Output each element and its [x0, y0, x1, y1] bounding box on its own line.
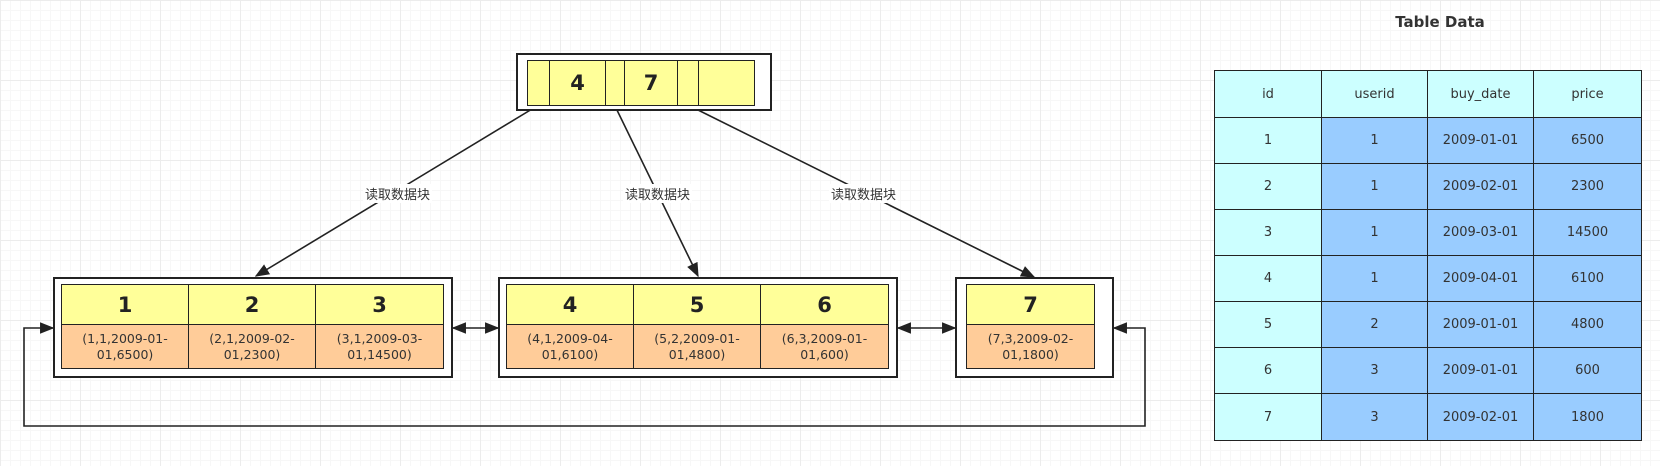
table-cell-buy-date: 2009-02-01 — [1427, 163, 1534, 210]
root-key-2: 7 — [624, 60, 678, 106]
table-cell-userid: 1 — [1321, 209, 1428, 256]
table-cell-buy-date: 2009-01-01 — [1427, 117, 1534, 164]
edge-label-3: 读取数据块 — [829, 184, 899, 203]
table-header-price: price — [1533, 70, 1642, 118]
table-cell-price: 6100 — [1533, 255, 1642, 302]
table-cell-buy-date: 2009-03-01 — [1427, 209, 1534, 256]
table-cell-userid: 3 — [1321, 347, 1428, 394]
table-cell-price: 14500 — [1533, 209, 1642, 256]
leaf-1-key-3: 3 — [315, 284, 444, 325]
link-wraparound — [23, 322, 1146, 427]
table-cell-buy-date: 2009-02-01 — [1427, 393, 1534, 441]
table-cell-id: 3 — [1214, 209, 1322, 256]
table-cell-id: 2 — [1214, 163, 1322, 210]
leaf-2-key-3: 6 — [760, 284, 889, 325]
leaf-1-record-1: (1,1,2009-01-01,6500) — [61, 324, 189, 369]
edge-label-1: 读取数据块 — [363, 184, 433, 203]
table-cell-userid: 1 — [1321, 255, 1428, 302]
table-cell-id: 6 — [1214, 347, 1322, 394]
table-cell-buy-date: 2009-04-01 — [1427, 255, 1534, 302]
table-header-userid: userid — [1321, 70, 1428, 118]
table-cell-id: 7 — [1214, 393, 1322, 441]
root-empty-cell — [698, 60, 755, 106]
table-cell-userid: 1 — [1321, 163, 1428, 210]
table-cell-userid: 1 — [1321, 117, 1428, 164]
table-title: Table Data — [1395, 13, 1485, 31]
table-cell-buy-date: 2009-01-01 — [1427, 301, 1534, 348]
root-pointer-cell-3 — [677, 60, 699, 106]
root-pointer-cell-2 — [605, 60, 625, 106]
table-cell-price: 6500 — [1533, 117, 1642, 164]
table-cell-id: 5 — [1214, 301, 1322, 348]
table-header-buy-date: buy_date — [1427, 70, 1534, 118]
leaf-2-record-3: (6,3,2009-01-01,600) — [760, 324, 889, 369]
data-table: id userid buy_date price 1 1 2009-01-01 … — [1214, 70, 1642, 442]
table-header-id: id — [1214, 70, 1322, 118]
root-pointer-cell-1 — [527, 60, 550, 106]
table-cell-price: 2300 — [1533, 163, 1642, 210]
leaf-1-key-1: 1 — [61, 284, 189, 325]
table-cell-price: 1800 — [1533, 393, 1642, 441]
leaf-3-record-1: (7,3,2009-02-01,1800) — [966, 324, 1095, 369]
table-cell-price: 4800 — [1533, 301, 1642, 348]
table-cell-userid: 3 — [1321, 393, 1428, 441]
leaf-2-key-1: 4 — [506, 284, 634, 325]
leaf-2-record-1: (4,1,2009-04-01,6100) — [506, 324, 634, 369]
leaf-1-record-2: (2,1,2009-02-01,2300) — [188, 324, 316, 369]
table-cell-buy-date: 2009-01-01 — [1427, 347, 1534, 394]
leaf-3-key-1: 7 — [966, 284, 1095, 325]
leaf-2-key-2: 5 — [633, 284, 761, 325]
root-key-1: 4 — [549, 60, 606, 106]
leaf-1-record-3: (3,1,2009-03-01,14500) — [315, 324, 444, 369]
table-cell-price: 600 — [1533, 347, 1642, 394]
edge-label-2: 读取数据块 — [623, 184, 693, 203]
table-cell-id: 1 — [1214, 117, 1322, 164]
table-cell-userid: 2 — [1321, 301, 1428, 348]
table-cell-id: 4 — [1214, 255, 1322, 302]
leaf-1-key-2: 2 — [188, 284, 316, 325]
leaf-2-record-2: (5,2,2009-01-01,4800) — [633, 324, 761, 369]
